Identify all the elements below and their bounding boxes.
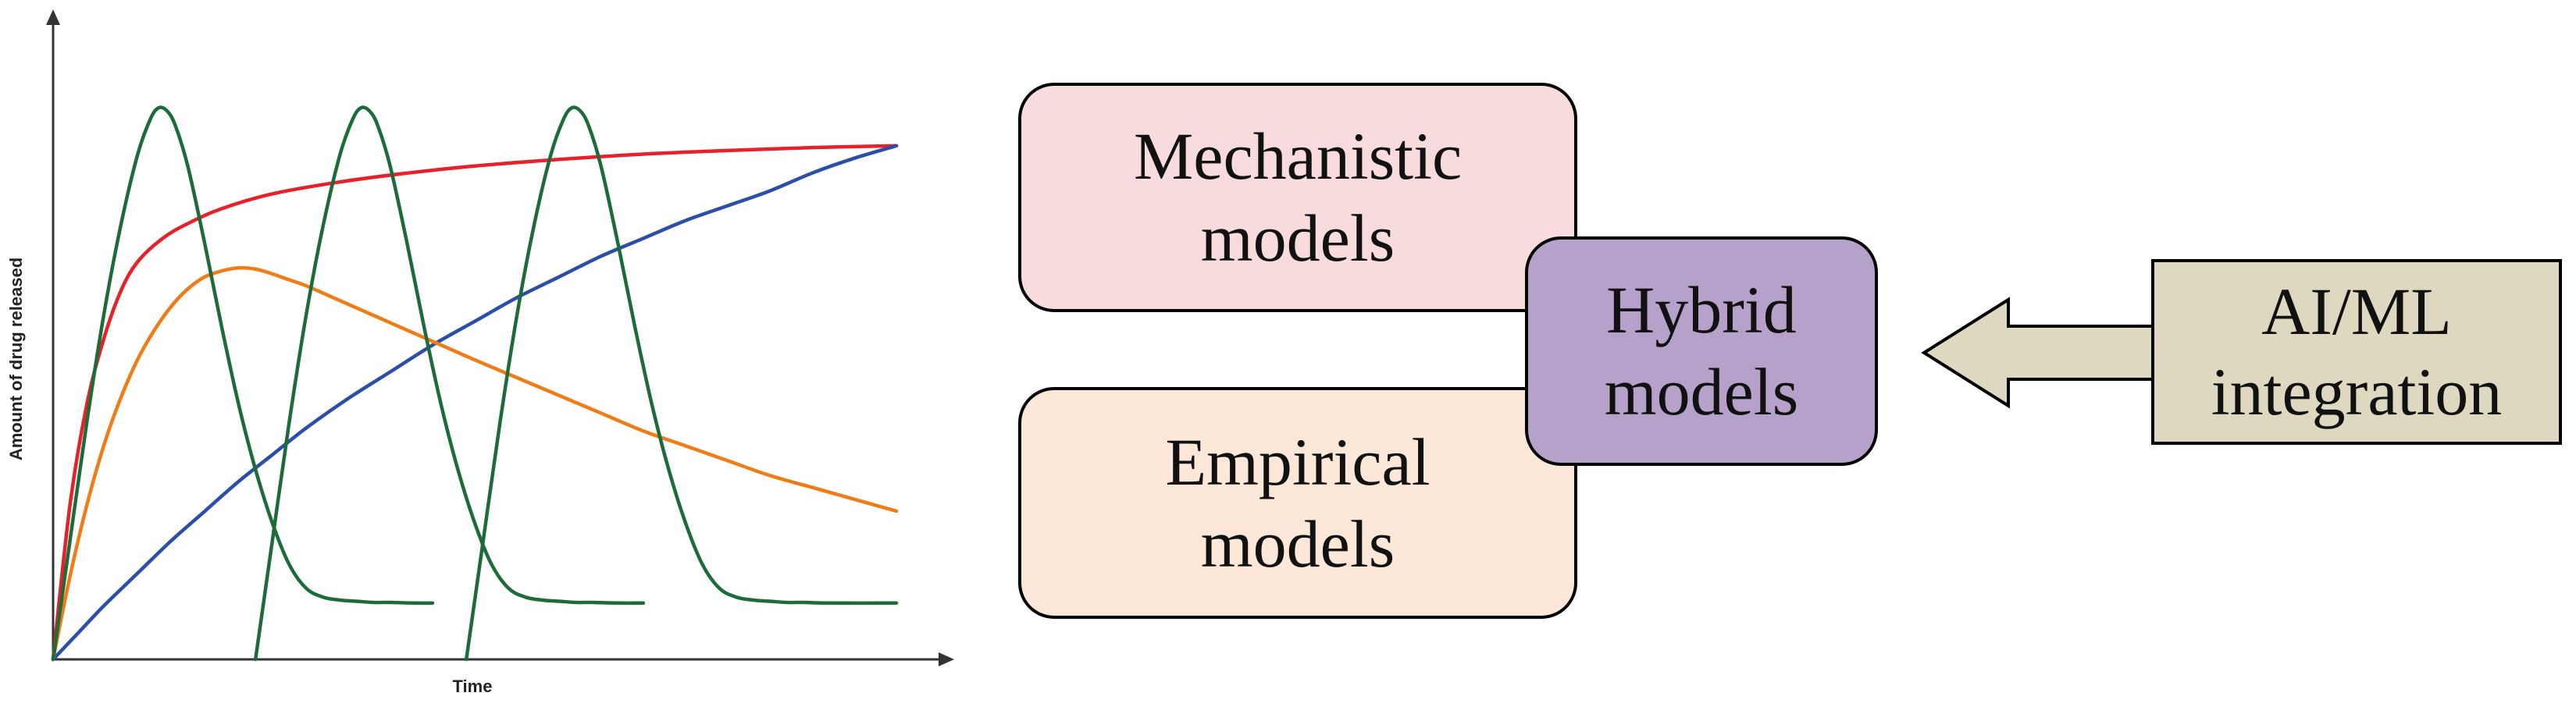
hybrid-models-box: Hybrid models [1525,236,1878,466]
ai-ml-label-line-2: integration [2211,354,2503,429]
y-axis-label: Amount of drug released [6,258,26,460]
ai-ml-label-line-1: AI/ML [2261,273,2452,349]
release-chart: Time Amount of drug released [6,9,954,696]
y-axis-arrowhead [46,9,60,25]
series-line-6 [464,105,899,662]
hybrid-models-label-line-2: models [1604,354,1799,429]
chart-series-group [51,105,899,662]
ai-ml-integration-box: AI/ML integration [2151,259,2562,445]
series-line-4 [51,105,435,662]
mechanistic-models-box: Mechanistic models [1018,83,1577,312]
mechanistic-models-label-line-2: models [1200,201,1395,275]
series-line-3 [51,266,899,662]
empirical-models-box: Empirical models [1018,387,1577,619]
x-axis-arrowhead [939,652,954,666]
hybrid-models-label-line-1: Hybrid [1606,272,1797,348]
series-line-2 [51,144,899,662]
x-axis-label: Time [453,677,493,696]
left-arrow-shape [1921,297,2169,409]
series-line-1 [51,144,899,662]
chart-axes [46,9,954,666]
mechanistic-models-label-line-1: Mechanistic [1133,119,1463,194]
empirical-models-label-line-2: models [1200,506,1395,581]
empirical-models-label-line-1: Empirical [1165,424,1431,499]
left-arrow-icon [1921,297,2169,409]
series-line-5 [253,105,646,662]
